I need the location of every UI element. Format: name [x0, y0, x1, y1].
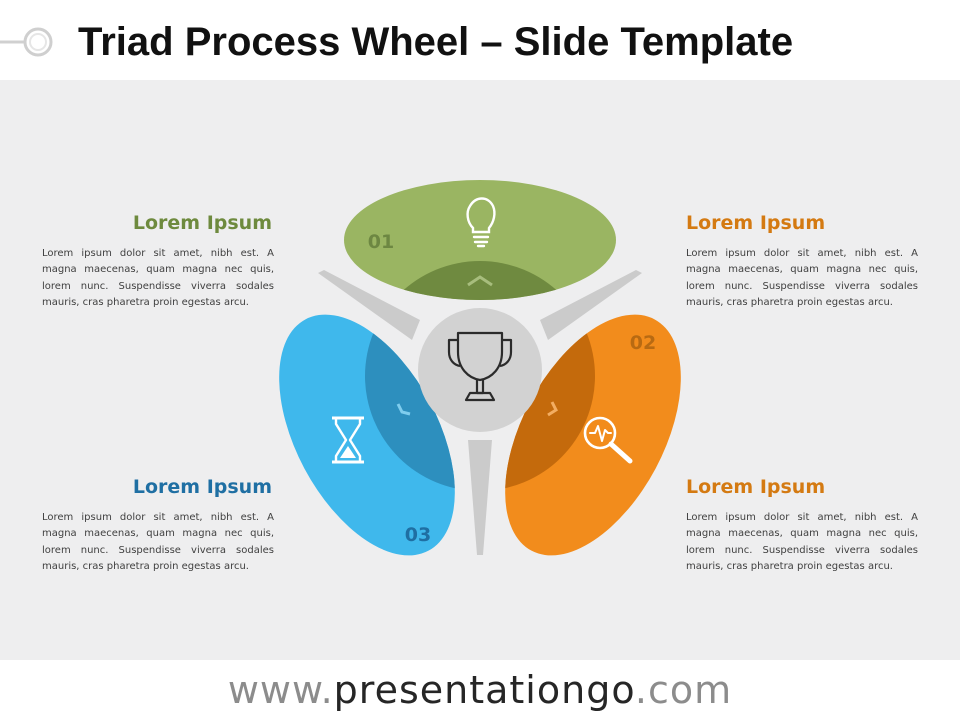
footer-website[interactable]: www.presentationgo.com: [0, 660, 960, 720]
section-01-text: Lorem ipsum dolor sit amet, nibh est. A …: [42, 248, 274, 309]
footer-suffix: .com: [634, 668, 733, 712]
spoke-upper-right: [540, 270, 642, 340]
footer-brand: presentationgo: [333, 668, 635, 712]
chevron-up-icon: [467, 275, 493, 287]
chevron-orange-icon: [547, 401, 558, 417]
title-bar: Triad Process Wheel – Slide Template: [0, 0, 960, 80]
petal-01-green: [344, 180, 616, 300]
lightbulb-icon: [466, 197, 496, 248]
pin-icon: [0, 27, 53, 57]
center-hub: [418, 308, 542, 432]
section-02-heading: Lorem Ipsum: [686, 212, 826, 234]
section-01-heading: Lorem Ipsum: [132, 212, 272, 234]
spoke-upper-left: [318, 270, 420, 340]
section-03-text: Lorem ipsum dolor sit amet, nibh est. A …: [42, 512, 274, 573]
section-04-heading: Lorem Ipsum: [686, 476, 826, 498]
section-01-number: 01: [368, 231, 394, 253]
triad-wheel-diagram: 01 02 03: [279, 180, 681, 556]
page-title: Triad Process Wheel – Slide Template: [78, 20, 794, 64]
hourglass-icon: [332, 416, 364, 464]
chevron-blue-icon: [396, 403, 411, 416]
section-04-text: Lorem ipsum dolor sit amet, nibh est. A …: [686, 512, 918, 573]
spoke-bottom: [468, 440, 492, 555]
section-03-heading: Lorem Ipsum: [132, 476, 272, 498]
section-02-text: Lorem ipsum dolor sit amet, nibh est. A …: [686, 248, 918, 309]
slide: Triad Process Wheel – Slide Template Lor…: [0, 0, 960, 660]
trophy-icon: [447, 331, 513, 402]
footer-prefix: www.: [227, 668, 334, 712]
section-03-number: 03: [405, 524, 431, 546]
section-02-number: 02: [630, 332, 656, 354]
magnifier-pulse-icon: [583, 416, 633, 464]
